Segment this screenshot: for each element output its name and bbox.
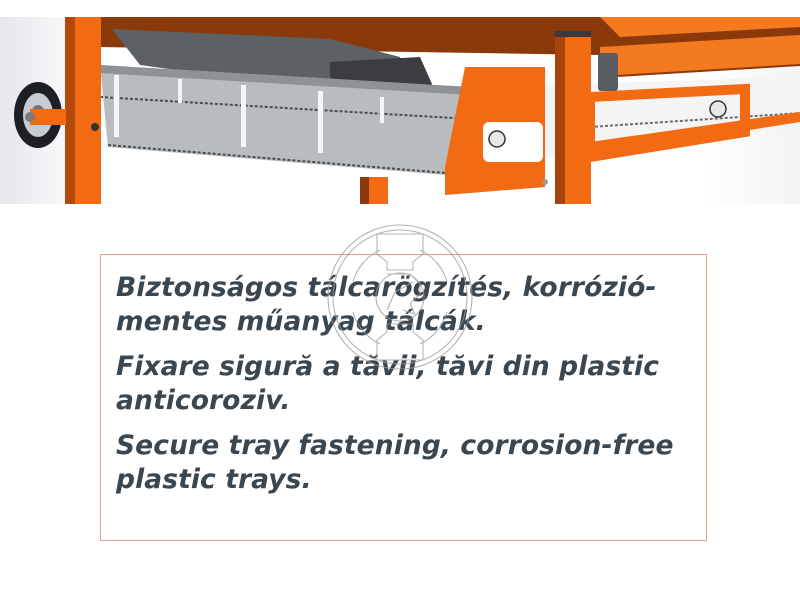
saw-stand-drawing	[14, 17, 800, 204]
feature-text-romanian: Fixare sigură a tăvii, tăvi din plastic …	[116, 351, 660, 416]
product-illustration	[0, 17, 800, 204]
feature-text-english: Secure tray fastening, corrosion-free pl…	[116, 430, 674, 495]
feature-text-hungarian: Biztonságos tálcarögzítés, korrózió- men…	[116, 272, 657, 337]
feature-text-card: Biztonságos tálcarögzítés, korrózió- men…	[100, 254, 707, 541]
